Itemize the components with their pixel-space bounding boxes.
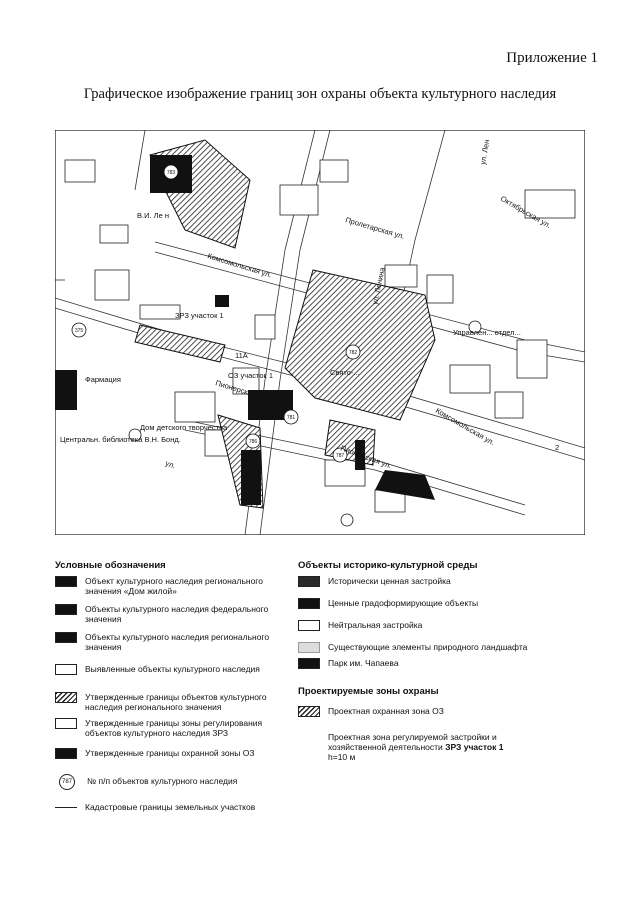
swatch-white [298,620,320,631]
legend-item: Выявленные объекты культурного наследия [55,664,275,675]
swatch-hatch [298,706,320,717]
legend-item-label: Проектная охранная зона ОЗ [328,706,444,716]
legend-left-title: Условные обозначения [55,560,166,571]
legend-right-title: Объекты историко-культурной среды [298,560,478,571]
legend-item: Исторически ценная застройка [298,576,451,587]
label-pharmacy: Фармация [85,375,121,384]
swatch-black [55,604,77,615]
legend-item: Объекты культурного наследия федеральног… [55,604,275,624]
legend-item-label: № п/п объектов культурного наследия [87,776,238,786]
label-lenina-top: ул. Лен [478,139,491,166]
swatch-black [298,598,320,609]
legend-item-label: Объект культурного наследия региональног… [85,576,263,596]
legend-item: Существующие элементы природного ландшаф… [298,642,527,653]
legend-item-label: Существующие элементы природного ландшаф… [328,642,528,652]
label-library: Центральн. библиотека В.Н. Бонд. [60,435,181,444]
legend-item-label: Кадастровые границы земельных участков [85,802,256,812]
legend-item: Парк им. Чапаева [298,658,399,669]
page-title: Графическое изображение границ зон охран… [83,86,557,102]
swatch-white [55,664,77,675]
zrz-height: h=10 м [328,752,356,762]
swatch-line [55,807,77,808]
marker-781: 781 [287,415,296,421]
label-upravlenie: Управлен... отдел... [453,328,521,337]
swatch-gray [298,642,320,653]
swatch-black [55,748,77,759]
legend-item: Ценные градоформирующие объекты [298,598,478,609]
legend-item-label: Утвержденные границы объектов культурног… [85,692,267,712]
label-zrz: ЗРЗ участок 1 [175,311,224,320]
swatch-dark [298,576,320,587]
legend-left: Условные обозначения Объект культурного … [55,560,285,820]
marker-numbers: 783 782 781 786 787 375 [75,170,358,459]
marker-786: 786 [249,439,258,445]
label-dom-tvorchestva: Дом детского творчества [140,423,228,432]
object-markers [71,164,482,527]
legend-item: Проектная охранная зона ОЗ [298,706,444,717]
legend-item-label: Ценные градоформирующие объекты [328,598,479,608]
marker-782: 782 [349,350,358,356]
legend-item: Утвержденные границы зоны регулирования … [55,718,275,738]
legend-item-label: Объекты культурного наследия федеральног… [85,604,269,624]
marker-783: 783 [167,170,176,176]
label-ul: ул. [164,458,177,470]
legend-item-label: Утвержденные границы зоны регулирования … [85,718,263,738]
legend-item-label: Объекты культурного наследия регионально… [85,632,270,652]
legend-item-label: Парк им. Чапаева [328,658,399,668]
legend-item: Утвержденные границы объектов культурног… [55,692,275,712]
label-num-2: 2 [555,443,559,452]
legend-item-label: Выявленные объекты культурного наследия [85,664,260,674]
label-11a: 11А [235,351,248,360]
legend-item: Нейтральная застройка [298,620,422,631]
legend-item: Объекты культурного наследия регионально… [55,632,275,652]
marker-375: 375 [75,328,84,334]
legend-item-label: Утвержденные границы охранной зоны ОЗ [85,748,255,758]
swatch-black [298,658,320,669]
label-cathedral: Свято-... [330,368,360,377]
legend-item: Кадастровые границы земельных участков [55,802,275,812]
swatch-black [55,632,77,643]
zrz-bold: ЗРЗ участок 1 [445,742,504,752]
marker-787: 787 [336,453,345,459]
zrz-text: Проектная зона регулируемой застройки и … [328,732,497,752]
legend-item: 787 № п/п объектов культурного наследия [55,774,277,790]
legend-right: Объекты историко-культурной среды Истори… [298,560,548,780]
legend-item: Утвержденные границы охранной зоны ОЗ [55,748,275,759]
legend-item-label: Нейтральная застройка [328,620,423,630]
marker-sample: 787 [59,774,75,790]
zones-title: Проектируемые зоны охраны [298,686,439,697]
map-svg: 783 782 781 786 787 375 ул. Лен Октябрьс… [55,130,585,535]
legend-item: Объект культурного наследия региональног… [55,576,275,596]
site-map: 783 782 781 786 787 375 ул. Лен Октябрьс… [55,130,585,535]
label-lenin-monument: В.И. Ле н [137,211,169,220]
appendix-label: Приложение 1 [506,50,598,66]
legend-item-label: Исторически ценная застройка [328,576,451,586]
swatch-white [55,718,77,729]
zrz-description: Проектная зона регулируемой застройки и … [328,732,528,762]
valuable-objects [55,155,435,505]
label-oz: ОЗ участок 1 [228,371,273,380]
swatch-hatch [55,692,77,703]
swatch-black [55,576,77,587]
